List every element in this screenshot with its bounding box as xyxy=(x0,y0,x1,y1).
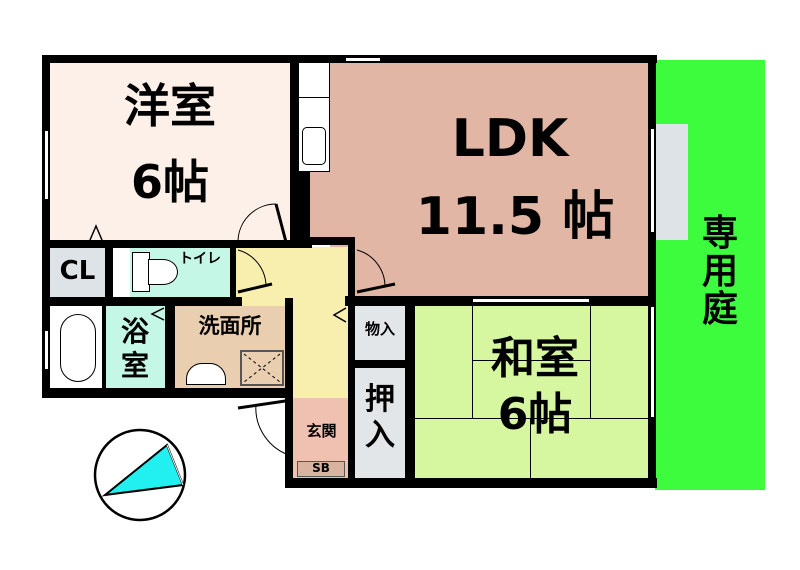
western-room-size: 6帖 xyxy=(130,155,209,209)
washing-machine-pan xyxy=(240,350,284,386)
kitchen-counter-divider xyxy=(298,97,330,98)
door-swing-entrance xyxy=(237,398,293,457)
door-arrow-closet xyxy=(89,224,103,241)
hallway-lower xyxy=(293,330,350,398)
bathtub-icon xyxy=(60,314,96,382)
washroom-label: 洗面所 xyxy=(198,314,262,338)
door-swing-western xyxy=(237,203,288,243)
window-japanese-top xyxy=(472,298,590,303)
wall-row2 xyxy=(42,297,242,306)
tatami-line xyxy=(590,306,591,418)
window-ldk-top xyxy=(345,57,381,62)
wall-storage-mid xyxy=(355,360,410,368)
closet-label: CL xyxy=(59,256,96,286)
window-western-left xyxy=(44,130,49,200)
japanese-room-name: 和室 xyxy=(491,333,579,384)
wall-oshiire-right xyxy=(405,306,415,481)
window-ldk-right xyxy=(650,128,655,233)
ldk-room-lower xyxy=(310,172,350,237)
wall-ldk-lower xyxy=(290,172,310,240)
tatami-line xyxy=(415,418,648,419)
wall-bottom-left xyxy=(42,388,292,398)
toilet-label: トイレ xyxy=(179,251,221,267)
door-swing-ldk xyxy=(356,249,396,294)
wall-western-bottom xyxy=(42,240,312,248)
tatami-line xyxy=(530,418,531,478)
wall-hall-right xyxy=(348,237,355,487)
ldk-room xyxy=(330,62,648,297)
wall-hall-top xyxy=(298,237,353,245)
wall-left xyxy=(42,55,50,398)
oshiire-closet xyxy=(355,368,407,478)
wall-bath-left xyxy=(102,306,106,391)
washbasin-icon xyxy=(186,363,226,385)
japanese-room xyxy=(415,306,648,478)
bathroom-label: 浴室 xyxy=(120,315,149,382)
door-swing-toilet xyxy=(237,249,273,294)
window-japanese-right xyxy=(650,306,655,418)
garden-step xyxy=(655,124,688,240)
wall-western-ldk xyxy=(290,55,298,240)
storage-closet xyxy=(355,306,405,361)
wall-bottom xyxy=(285,478,657,488)
oshiire-label: 押入 xyxy=(365,382,395,453)
window-bath-left xyxy=(44,330,49,370)
western-room-name: 洋室 xyxy=(124,79,216,133)
washing-machine-x-icon xyxy=(243,353,281,383)
north-arrow-icon xyxy=(93,428,187,522)
ldk-name: LDK xyxy=(451,109,569,169)
toilet-bowl-icon xyxy=(148,259,178,285)
tatami-line xyxy=(472,306,473,418)
ldk-size: 11.5 帖 xyxy=(415,187,615,247)
japanese-room-size: 6帖 xyxy=(497,389,573,440)
shoe-box-label: SB xyxy=(312,461,330,475)
shoe-box xyxy=(297,461,345,477)
bathroom xyxy=(105,306,165,388)
tatami-line xyxy=(472,360,590,361)
door-arrow-bath xyxy=(150,307,165,321)
wall-wash-right xyxy=(285,298,293,393)
wall-toilet-right xyxy=(230,247,236,302)
wall-right xyxy=(648,55,656,488)
storage-label: 物入 xyxy=(364,320,395,338)
wall-entrance-left xyxy=(285,388,293,488)
wall-bath-wash xyxy=(165,306,175,391)
western-room xyxy=(50,62,290,247)
door-arrow-storage xyxy=(332,307,347,323)
closet xyxy=(50,247,105,297)
wall-cl-toilet xyxy=(105,247,113,302)
sink-icon xyxy=(302,127,326,165)
entrance-label: 玄関 xyxy=(306,422,337,440)
garden-label: 専用庭 xyxy=(701,213,738,330)
